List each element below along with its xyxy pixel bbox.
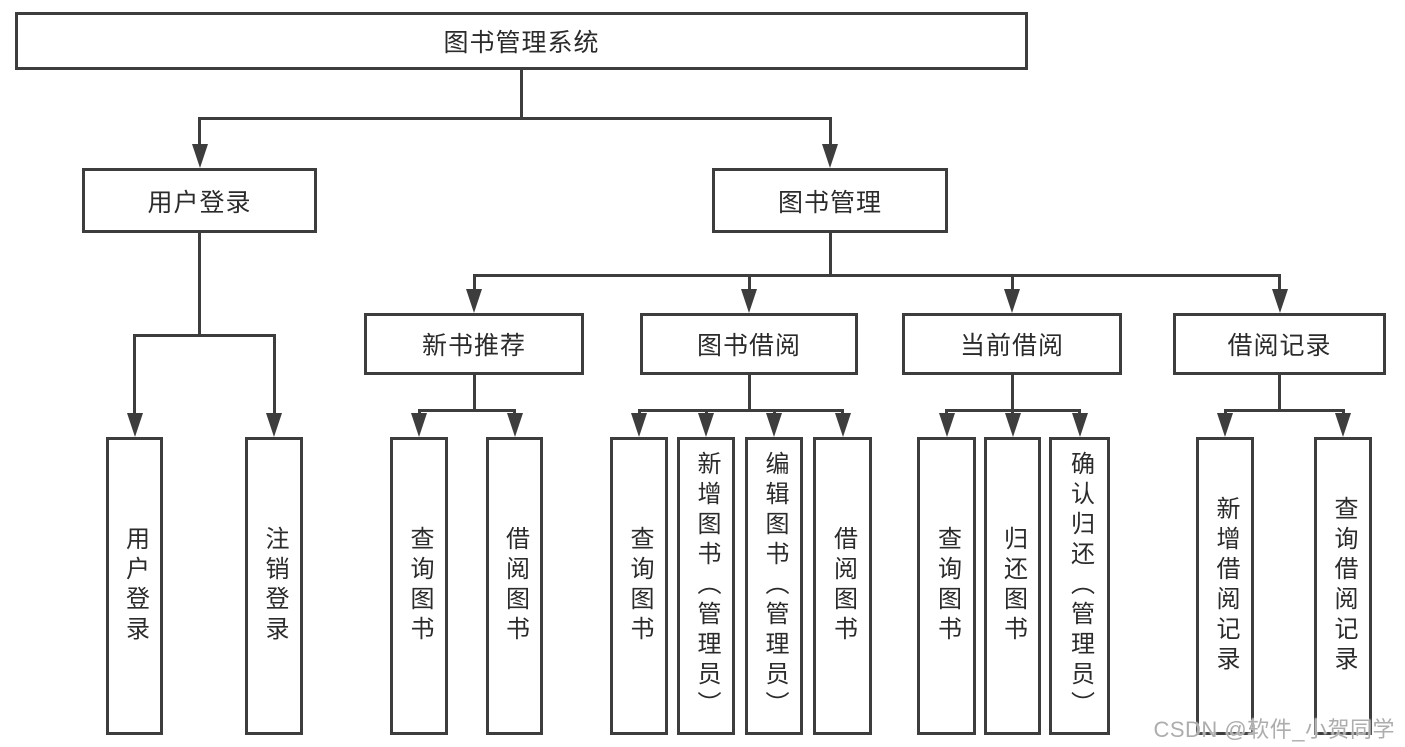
connector-line-horizontal [417, 408, 516, 412]
node-box-borrow-books-b: 借阅图书 [813, 437, 872, 735]
arrowhead-down-icon [266, 413, 282, 437]
connector-line-vertical [1078, 410, 1081, 414]
node-label-book-management: 图书管理 [777, 188, 882, 217]
connector-line-horizontal [637, 408, 844, 412]
node-box-current-borrowing: 当前借阅 [902, 313, 1122, 375]
arrowhead-down-icon [1217, 413, 1233, 437]
node-label-current-borrowing: 当前借阅 [959, 332, 1064, 360]
arrowhead-down-icon [1004, 289, 1020, 313]
connector-line-vertical [1341, 410, 1345, 414]
arrowhead-down-icon [938, 413, 955, 437]
connector-line-vertical [747, 275, 751, 290]
node-box-edit-books-admin: 编辑图书（管理员） [745, 437, 803, 735]
node-box-query-borrow-record: 查询借阅记录 [1314, 437, 1372, 735]
csdn-watermark: CSDN @软件_小贺同学 [1153, 717, 1395, 742]
connector-line-vertical [513, 410, 516, 414]
node-label-query-books-c: 查询图书 [933, 526, 961, 646]
connector-line-vertical [1278, 375, 1281, 410]
node-box-book-borrowing: 图书借阅 [640, 313, 858, 375]
node-box-new-book-recommend: 新书推荐 [364, 313, 584, 375]
node-label-query-books-b: 查询图书 [626, 526, 653, 646]
node-box-user-login-leaf: 用户登录 [106, 437, 163, 735]
node-label-borrow-books-b: 借阅图书 [829, 526, 857, 646]
arrowhead-down-icon [466, 289, 482, 313]
node-box-borrowing-records: 借阅记录 [1173, 313, 1386, 375]
arrowhead-down-icon [1004, 413, 1021, 437]
arrowhead-down-icon [1071, 413, 1088, 437]
connector-line-horizontal [133, 333, 276, 337]
arrowhead-down-icon [631, 413, 647, 437]
connector-line-vertical [472, 275, 476, 290]
arrowhead-down-icon [411, 413, 427, 437]
node-label-user-login: 用户登录 [147, 188, 252, 217]
node-box-add-books-admin: 新增图书（管理员） [677, 437, 735, 735]
connector-line-vertical [704, 410, 708, 414]
node-label-book-borrowing: 图书借阅 [696, 332, 801, 360]
connector-line-vertical [1010, 275, 1014, 290]
connector-line-horizontal [472, 273, 1281, 277]
connector-line-vertical [1011, 410, 1014, 414]
node-label-user-login-leaf: 用户登录 [121, 526, 149, 646]
node-box-logout-leaf: 注销登录 [245, 437, 303, 735]
arrowhead-down-icon [126, 413, 143, 437]
node-box-user-login: 用户登录 [82, 168, 317, 233]
node-box-query-books-a: 查询图书 [390, 437, 448, 735]
node-label-add-borrow-record: 新增借阅记录 [1212, 496, 1239, 676]
node-box-borrow-books-a: 借阅图书 [486, 437, 543, 735]
connector-line-vertical [1010, 375, 1014, 410]
connector-line-vertical [828, 118, 832, 145]
node-label-borrowing-records: 借阅记录 [1227, 332, 1332, 360]
connector-line-horizontal [198, 116, 832, 120]
node-label-return-books: 归还图书 [999, 526, 1027, 646]
connector-line-vertical [198, 233, 201, 335]
connector-line-vertical [841, 410, 844, 414]
connector-line-vertical [472, 375, 476, 410]
arrowhead-down-icon [766, 413, 782, 437]
arrowhead-down-icon [1271, 289, 1288, 313]
node-box-book-management: 图书管理 [712, 168, 948, 233]
node-label-query-borrow-record: 查询借阅记录 [1330, 496, 1357, 676]
connector-line-vertical [520, 70, 523, 118]
arrowhead-down-icon [191, 144, 208, 168]
arrowhead-down-icon [822, 144, 838, 168]
node-box-add-borrow-record: 新增借阅记录 [1196, 437, 1254, 735]
node-box-return-books: 归还图书 [984, 437, 1041, 735]
node-box-query-books-b: 查询图书 [610, 437, 668, 735]
node-label-new-book-recommend: 新书推荐 [421, 332, 526, 360]
node-label-query-books-a: 查询图书 [406, 526, 433, 646]
arrowhead-down-icon [1335, 413, 1351, 437]
connector-line-vertical [1278, 275, 1281, 290]
connector-line-horizontal [1223, 408, 1345, 412]
connector-line-vertical [133, 335, 136, 414]
node-box-confirm-return-admin: 确认归还（管理员） [1049, 437, 1110, 735]
arrowhead-down-icon [698, 413, 714, 437]
node-box-query-books-c: 查询图书 [917, 437, 976, 735]
connector-line-vertical [1223, 410, 1227, 414]
node-label-borrow-books-a: 借阅图书 [501, 526, 529, 646]
arrowhead-down-icon [834, 413, 851, 437]
connector-line-vertical [637, 410, 641, 414]
node-label-library-management-system: 图书管理系统 [443, 29, 600, 57]
node-label-edit-books-admin: 编辑图书（管理员） [761, 451, 788, 721]
arrowhead-down-icon [741, 289, 757, 313]
connector-line-vertical [828, 233, 832, 275]
node-box-library-management-system: 图书管理系统 [15, 12, 1028, 70]
connector-line-vertical [272, 335, 276, 414]
connector-line-vertical [198, 118, 201, 145]
arrowhead-down-icon [506, 413, 523, 437]
node-label-logout-leaf: 注销登录 [261, 526, 288, 646]
node-label-add-books-admin: 新增图书（管理员） [693, 451, 720, 721]
connector-line-vertical [417, 410, 421, 414]
connector-line-vertical [747, 375, 751, 410]
connector-line-vertical [772, 410, 776, 414]
node-label-confirm-return-admin: 确认归还（管理员） [1066, 451, 1094, 721]
connector-line-vertical [945, 410, 948, 414]
